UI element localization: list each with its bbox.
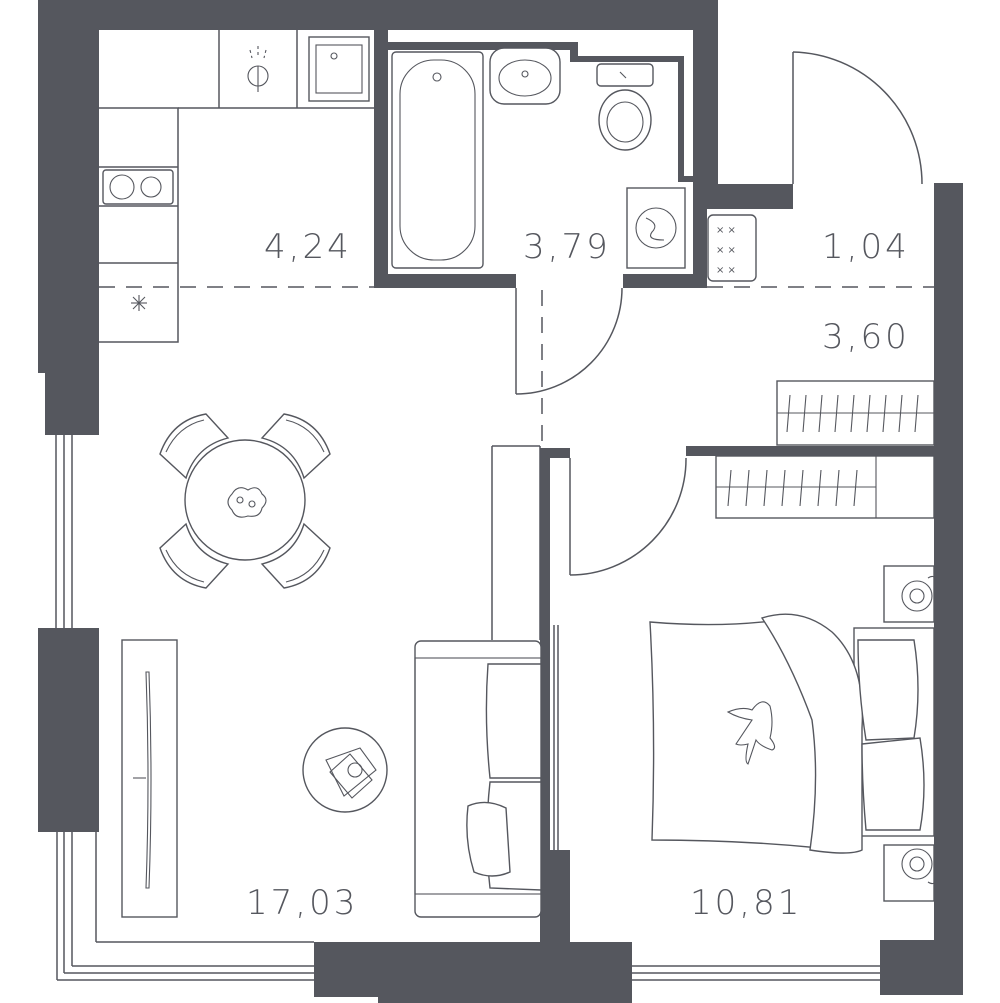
bedroom-door[interactable] [569, 457, 687, 576]
storage-cabinet-icon: × × × × × × [707, 214, 757, 282]
bed-icon [649, 613, 935, 854]
dining-table-icon [184, 439, 306, 561]
nightstand-bottom-icon [883, 844, 937, 902]
kitchen-area-label: 4,24 [264, 227, 352, 267]
dining-chair-icon [159, 413, 331, 589]
hallway-area-label: 3,60 [822, 317, 910, 357]
cooktop-icon [102, 169, 174, 205]
entrance-door[interactable] [792, 51, 923, 185]
kitchen-sink-icon [308, 36, 370, 102]
balcony-door-icon [553, 625, 559, 850]
svg-text:× ×: × × [716, 265, 736, 276]
bedroom-area-label: 10,81 [690, 883, 802, 923]
kitchen-counter [99, 30, 376, 343]
living-room-area-label: 17,03 [246, 883, 358, 923]
toilet-icon [596, 63, 654, 151]
faucet-icon [247, 46, 269, 92]
fridge-icon [131, 295, 147, 311]
washing-machine-icon [626, 187, 686, 269]
bathroom-door[interactable] [515, 287, 623, 395]
storage-area-label: 1,04 [822, 227, 910, 267]
washbasin-icon [489, 47, 561, 105]
tv-stand-icon [121, 639, 178, 918]
svg-text:× ×: × × [716, 245, 736, 256]
nightstand-top-icon [883, 565, 937, 623]
windows [55, 434, 880, 981]
svg-text:× ×: × × [716, 225, 736, 236]
bedroom-wardrobe-icon [715, 455, 935, 519]
bathtub-icon [391, 51, 484, 269]
sofa-icon [414, 640, 542, 918]
cat-icon [726, 701, 776, 765]
hallway-wardrobe-icon [776, 380, 935, 446]
walls [38, 0, 963, 1003]
coffee-table-icon [302, 727, 388, 813]
bathroom-area-label: 3,79 [523, 227, 611, 267]
